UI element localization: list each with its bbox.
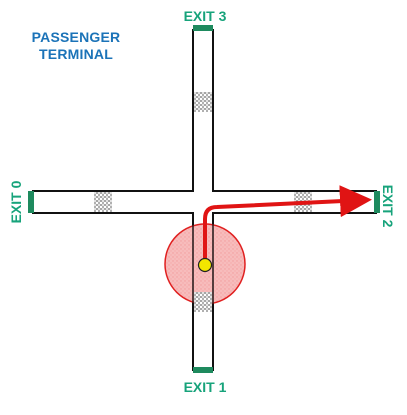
terminal-title-line-1: PASSENGER	[31, 29, 121, 45]
terminal-title-line-2: TERMINAL	[39, 46, 113, 62]
exit-3-label: EXIT 3	[183, 8, 227, 24]
exit-0-door[interactable]	[28, 191, 34, 213]
exit-1-label: EXIT 1	[183, 379, 227, 395]
exit-3-door[interactable]	[193, 25, 213, 31]
crowd-patch-icon	[194, 292, 212, 312]
terminal-title: PASSENGER TERMINAL	[28, 29, 124, 63]
passenger-dot-icon[interactable]	[197, 257, 213, 273]
crowd-patch-icon	[194, 92, 212, 112]
exit-1-door[interactable]	[193, 367, 213, 373]
route-arrow-icon	[203, 185, 372, 260]
exit-2-label: EXIT 2	[380, 184, 396, 228]
exit-2-door[interactable]	[374, 191, 380, 213]
exit-0-label: EXIT 0	[8, 180, 24, 224]
crowd-patch-icon	[94, 192, 112, 212]
